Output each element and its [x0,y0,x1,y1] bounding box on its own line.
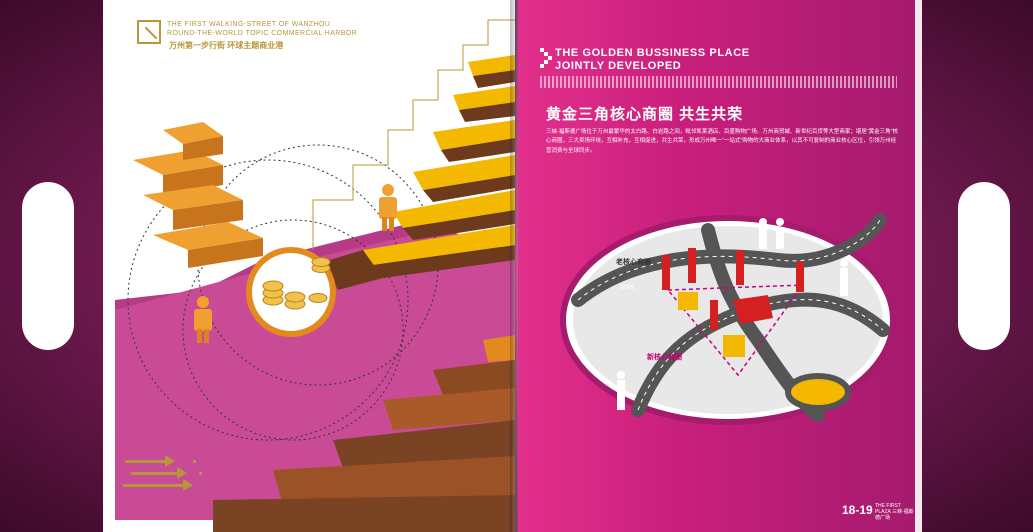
dashed-circle-3 [182,219,404,441]
map-illustration [560,213,896,425]
pixel-arrow-icon [540,48,552,68]
golden-triangle [666,284,805,377]
dotted-divider [540,76,897,88]
header-en-line2: ROUND-THE-WORLD TOPIC COMMERCIAL HARBOR [167,30,358,37]
headline-en-line2: JOINTLY DEVELOPED [555,60,682,72]
person-figure-upper [379,184,397,231]
left-stairs [133,122,263,268]
body-paragraph: 三峡·福斯德广场位于万州最繁华的太白路、白岩路之间，毗邻凯莱酒店、百盛购物广场、… [546,129,898,154]
stair-railing [312,19,515,250]
left-page: THE FIRST WALKING-STREET OF WANZHOU ROUN… [103,0,515,532]
pixel-arrows-icon [123,455,202,491]
roundabout [785,373,851,411]
map-flags [662,248,804,330]
silhouette-people-icon [617,218,848,410]
dashed-circle-1 [127,159,409,441]
lower-stairs [213,335,515,532]
brand-mark: THE FIRST PLAZA 三峡·福斯德广场 [875,503,914,521]
person-figure-lower [194,296,212,343]
map-label-new-district: 新核心商圈 [647,354,682,361]
map-buildings [678,292,773,357]
page-edge [915,0,922,532]
page-title: 黄金三角核心商圈 共生共荣 [546,106,744,123]
headline-en-line1: THE GOLDEN BUSSINESS PLACE [555,47,750,59]
headline-en: THE GOLDEN BUSSINESS PLACE JOINTLY DEVEL… [555,47,750,73]
arrow-logo-icon [137,20,161,44]
map-label-road: 白岩路 [620,285,636,291]
map-label-old-district: 老核心商圈 [616,259,651,266]
header-en: THE FIRST WALKING-STREET OF WANZHOU ROUN… [167,20,357,38]
page-numbers: 18-19 [842,503,873,517]
header-en-line1: THE FIRST WALKING-STREET OF WANZHOU [167,21,331,28]
left-handle-cutout [22,182,74,350]
gold-coins-icon [262,257,331,310]
staircase-illustration [115,19,515,532]
header-cn: 万州第一步行街 环球主题商业港 [169,41,284,50]
right-page [518,0,922,532]
upper-stairs [323,55,515,290]
right-handle-cutout [958,182,1010,350]
